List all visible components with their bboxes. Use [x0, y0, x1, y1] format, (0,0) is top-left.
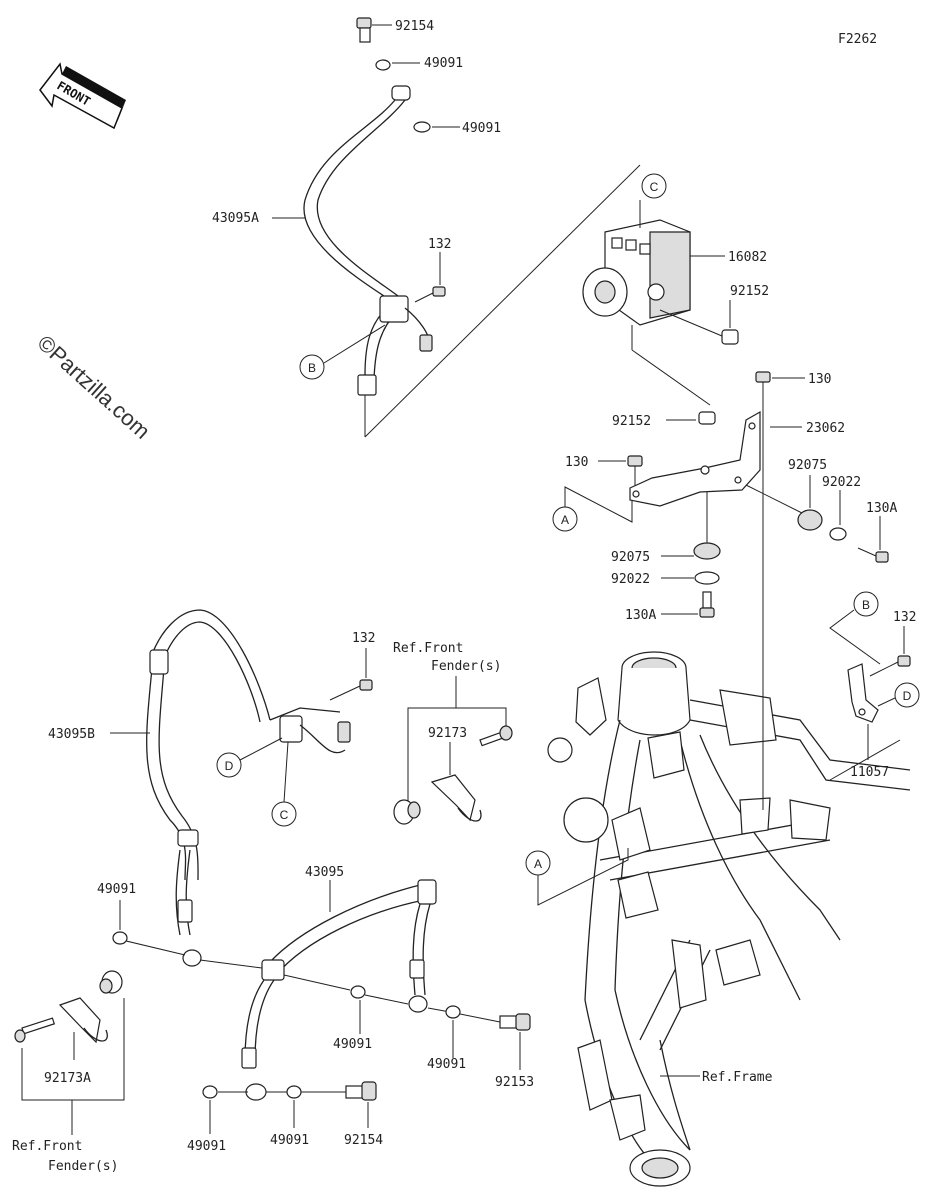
label-ref-frame: Ref.Frame [702, 1070, 773, 1085]
label-92075-mid: 92075 [611, 550, 650, 565]
bolt-130-mid [627, 455, 643, 467]
washer-49091-bot1 [202, 1085, 218, 1099]
collar-92152-right [721, 329, 739, 345]
label-49091-left: 49091 [97, 882, 136, 897]
label-49091-top2: 49091 [462, 121, 501, 136]
washer-49091-left [112, 931, 128, 945]
front-arrow-icon: FRONT [39, 62, 126, 130]
bolt-132-left [359, 679, 373, 691]
label-49091-mid2: 49091 [427, 1057, 466, 1072]
washer-49091-bot2 [286, 1085, 302, 1099]
washer-49091-mid [350, 985, 366, 999]
clamp-11057 [847, 663, 879, 723]
label-92152-right: 92152 [730, 284, 769, 299]
collar-92152-mid [698, 411, 716, 425]
callout-c-top-label: C [650, 180, 659, 194]
label-92075-right: 92075 [788, 458, 827, 473]
callout-c-top [641, 173, 667, 199]
clamp-92173a [14, 970, 123, 1044]
callout-d-left [216, 752, 242, 778]
label-92173: 92173 [428, 726, 467, 741]
label-49091-bot2: 49091 [270, 1133, 309, 1148]
bolt-92154-top [356, 17, 372, 43]
washer-49091-mid2 [445, 1005, 461, 1019]
label-ref-front-fender-line1: Ref.Front [393, 641, 463, 656]
bolt-92153 [499, 1013, 531, 1031]
callout-b-left-label: B [308, 361, 316, 375]
grommet-92075-right [797, 509, 823, 531]
label-49091-mid: 49091 [333, 1037, 372, 1052]
bolt-132-right [897, 655, 911, 667]
label-92173a: 92173A [44, 1071, 91, 1086]
hose-43095 [241, 879, 437, 1101]
washer-92022-right [829, 527, 847, 541]
callout-a-top-label: A [561, 513, 569, 527]
label-132-top: 132 [428, 237, 451, 252]
label-92022-right: 92022 [822, 475, 861, 490]
label-11057: 11057 [850, 765, 889, 780]
label-92154-bottom: 92154 [344, 1133, 383, 1148]
callout-d-right [894, 682, 920, 708]
bolt-130a-mid [699, 591, 715, 618]
label-ref-front-fender-b2: Fender(s) [48, 1159, 118, 1174]
callout-b-right [853, 591, 879, 617]
washer-49091-top2 [413, 121, 431, 133]
label-ref-front-fender-b1: Ref.Front [12, 1139, 82, 1154]
bolt-130-right [755, 371, 771, 383]
callout-b-right-label: B [862, 598, 870, 612]
bolt-92154-bottom [345, 1081, 377, 1101]
callout-a-lower-label: A [534, 857, 542, 871]
label-49091-top1: 49091 [424, 56, 463, 71]
figure-code: F2262 [838, 32, 877, 47]
label-ref-front-fender-line2: Fender(s) [431, 659, 501, 674]
label-16082: 16082 [728, 250, 767, 265]
label-130a-right: 130A [866, 501, 897, 516]
clamp-92173 [393, 725, 513, 825]
label-132-left: 132 [352, 631, 375, 646]
callout-c-left-label: C [280, 808, 289, 822]
label-23062: 23062 [806, 421, 845, 436]
callout-d-right-label: D [903, 689, 912, 703]
label-130a-mid: 130A [625, 608, 656, 623]
bolt-130a-right [857, 547, 889, 563]
grommet-92075-mid [693, 542, 721, 560]
label-92154-top: 92154 [395, 19, 434, 34]
abs-unit-16082 [582, 219, 691, 326]
hose-43095b [146, 609, 351, 967]
label-130-mid: 130 [565, 455, 588, 470]
callout-d-left-label: D [225, 759, 234, 773]
label-130-right: 130 [808, 372, 831, 387]
label-132-right: 132 [893, 610, 916, 625]
label-43095a: 43095A [212, 211, 259, 226]
label-92022-mid: 92022 [611, 572, 650, 587]
bolt-132-top [414, 286, 446, 303]
washer-49091-top1 [375, 59, 391, 71]
hose-43095a [303, 85, 433, 396]
label-43095b: 43095B [48, 727, 95, 742]
washer-92022-mid [694, 571, 720, 585]
bracket-23062 [629, 410, 761, 507]
label-92152-mid: 92152 [612, 414, 651, 429]
label-43095: 43095 [305, 865, 344, 880]
frame-illustration [547, 651, 911, 1187]
callout-b-left [299, 354, 325, 380]
label-49091-bot1: 49091 [187, 1139, 226, 1154]
watermark: ©Partzilla.com [33, 330, 155, 444]
label-92153: 92153 [495, 1075, 534, 1090]
